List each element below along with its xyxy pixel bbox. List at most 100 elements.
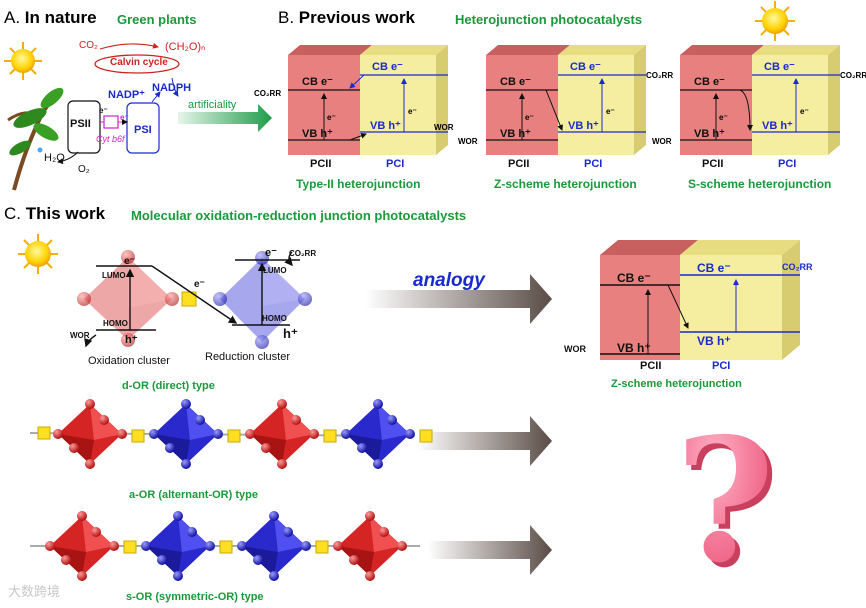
cb-label: CB e⁻ [570, 61, 601, 73]
vb-label: VB h⁺ [568, 120, 599, 132]
heterojunction-panel [680, 45, 840, 155]
cytb6f-label: Cyt b6f [96, 134, 125, 144]
electron-label: e⁻ [120, 113, 129, 122]
blue-octahedron [237, 511, 311, 581]
linker-cube [123, 540, 137, 554]
heterojunction-panel [486, 45, 646, 155]
pcii-label: PCII [310, 158, 332, 170]
electron-label: e⁻ [327, 113, 336, 122]
red-octahedron [53, 399, 127, 469]
section-c-subtitle: Molecular oxidation-reduction junction p… [131, 208, 467, 223]
cb-label: CB e⁻ [694, 76, 725, 88]
electron-label: e⁻ [525, 113, 534, 122]
cytb6f-box [103, 115, 119, 129]
pci-label: PCI [778, 158, 797, 170]
co2-label: CO₂ [79, 40, 98, 51]
psi-label: PSI [134, 124, 152, 136]
ch2o-label: (CH₂O)ₙ [165, 41, 206, 53]
linker-cube [37, 426, 51, 440]
nadp-label: NADP⁺ [108, 89, 145, 101]
oxidation-cluster [77, 250, 179, 347]
vb-label: VB h⁺ [694, 128, 725, 140]
psii-label: PSII [70, 118, 91, 130]
psi-box [126, 102, 160, 154]
linker-cube [131, 429, 145, 443]
cb-label: CB e⁻ [697, 261, 731, 275]
calvin-cycle-loop [94, 54, 180, 74]
vb-label: VB h⁺ [617, 341, 651, 355]
linker-cube [181, 291, 197, 307]
electron-label: e⁻ [124, 256, 135, 267]
section-a-subtitle: Green plants [117, 12, 197, 27]
pci-label: PCI [712, 360, 731, 372]
section-b-subtitle: Heterojunction photocatalysts [455, 12, 643, 27]
svg-text:?: ? [680, 406, 780, 606]
blue-octahedron [141, 511, 215, 581]
calvin-cycle-label: Calvin cycle [110, 57, 168, 68]
electron-label: e⁻ [194, 279, 205, 290]
electron-label: e⁻ [99, 106, 108, 115]
electron-label: e⁻ [800, 107, 809, 116]
vb-label: VB h⁺ [500, 128, 531, 140]
electron-label: e⁻ [606, 107, 615, 116]
hole-label: h⁺ [283, 326, 298, 341]
blue-octahedron [341, 399, 415, 469]
electron-label: e⁻ [265, 247, 277, 259]
linker-cube [315, 540, 329, 554]
nadph-label: NADPH [152, 82, 192, 94]
linker-cube [419, 429, 433, 443]
vb-label: VB h⁺ [370, 120, 401, 132]
pci-label: PCI [584, 158, 603, 170]
pcii-label: PCII [640, 360, 662, 372]
svg-text:?: ? [675, 401, 775, 601]
section-a-heading: A. In nature [4, 8, 97, 27]
sun-icon [755, 1, 795, 41]
h2o-label: H₂O [44, 152, 65, 164]
pci-label: PCI [386, 158, 405, 170]
section-c-heading: C. This work [4, 204, 106, 223]
wor-label: WOR [564, 344, 586, 354]
vb-label: VB h⁺ [762, 120, 793, 132]
wor-label: WOR [458, 137, 478, 146]
co2rr-label: CO₂RR [782, 262, 813, 272]
linker-cube [323, 429, 337, 443]
homo-label: HOMO [262, 314, 287, 323]
section-b-heading: B. Previous work [278, 8, 416, 27]
cb-label: CB e⁻ [372, 61, 403, 73]
aor-caption: a-OR (alternant-OR) type [129, 489, 258, 501]
red-octahedron [245, 399, 319, 469]
red-octahedron [45, 511, 119, 581]
electron-label: e⁻ [719, 113, 728, 122]
cb-label: CB e⁻ [764, 61, 795, 73]
co2rr-label: CO₂RR [646, 71, 674, 80]
co2rr-label: CO₂RR [254, 89, 282, 98]
heterojunction-caption: S-scheme heterojunction [688, 177, 832, 191]
analogy-label: analogy [413, 270, 485, 291]
dor-caption: d-OR (direct) type [122, 380, 215, 392]
lumo-label: LUMO [263, 266, 287, 275]
sor-arrow [428, 525, 552, 575]
sun-icon [4, 42, 42, 80]
wor-label: WOR [652, 137, 672, 146]
artificiality-label: artificiality [188, 99, 237, 111]
pcii-label: PCII [702, 158, 724, 170]
z-scheme-block [600, 240, 800, 360]
lumo-label: LUMO [102, 271, 126, 280]
sor-chain [30, 511, 420, 581]
hole-label: h⁺ [125, 334, 138, 346]
co2rr-label: CO₂RR [840, 71, 866, 80]
reduction-cluster-label: Reduction cluster [205, 351, 290, 363]
homo-label: HOMO [103, 319, 128, 328]
linker-cube [227, 429, 241, 443]
co2rr-label: CO₂RR [289, 249, 317, 258]
plant-icon [7, 87, 64, 191]
vb-label: VB h⁺ [302, 128, 333, 140]
heterojunction-panel [288, 45, 448, 155]
analogy-arrow [365, 274, 552, 324]
aor-arrow [418, 416, 552, 466]
cb-label: CB e⁻ [302, 76, 333, 88]
blue-octahedron [149, 399, 223, 469]
sun-icon [18, 234, 58, 274]
wor-label: WOR [70, 331, 90, 340]
heterojunction-caption: Z-scheme heterojunction [494, 177, 637, 191]
